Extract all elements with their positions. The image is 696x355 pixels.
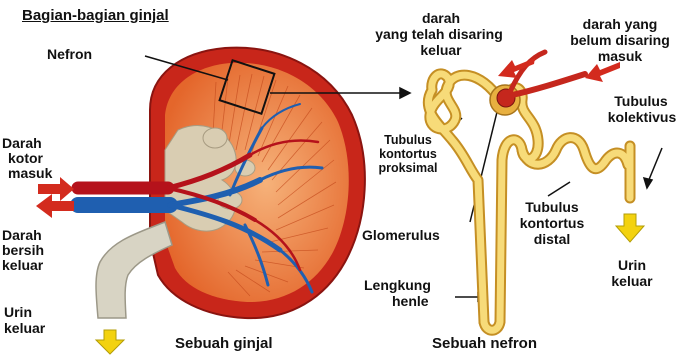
label-darah-kotor-2: kotor: [8, 151, 43, 165]
kidney: [78, 48, 365, 319]
label-disaring-keluar-2: yang telah disaring: [334, 27, 544, 41]
label-kolektivus-1: Tubulus: [596, 94, 686, 108]
label-henle-2: henle: [392, 294, 429, 308]
afferent-vessel: [512, 74, 585, 95]
arrow-out-left: [36, 194, 74, 218]
label-belum-disaring-1: darah yang: [560, 17, 680, 31]
label-darah-kotor-3: masuk: [8, 166, 52, 180]
label-proksimal-3: proksimal: [362, 162, 454, 175]
label-disaring-keluar-1: darah: [396, 11, 486, 25]
label-distal-2: kontortus: [508, 216, 596, 230]
label-darah-kotor-1: Darah: [2, 136, 42, 150]
label-disaring-keluar-3: keluar: [396, 43, 486, 57]
label-henle-1: Lengkung: [364, 278, 431, 292]
diagram-title: Bagian-bagian ginjal: [22, 9, 169, 23]
label-distal-3: distal: [512, 232, 592, 246]
label-urin-left-1: Urin: [4, 305, 32, 319]
label-belum-disaring-3: masuk: [560, 49, 680, 63]
label-urin-right-2: keluar: [600, 274, 664, 288]
arrow-urine-right: [616, 214, 644, 242]
label-glomerulus: Glomerulus: [362, 228, 440, 242]
label-proksimal-2: kontortus: [368, 148, 448, 161]
arrow-unfiltered-in: [585, 62, 620, 82]
label-darah-bersih-1: Darah: [2, 228, 42, 242]
caption-ginjal: Sebuah ginjal: [175, 337, 273, 351]
label-darah-bersih-2: bersih: [2, 243, 44, 257]
label-proksimal-1: Tubulus: [368, 134, 448, 147]
label-darah-bersih-3: keluar: [2, 258, 43, 272]
label-kolektivus-2: kolektivus: [590, 110, 694, 124]
label-urin-left-2: keluar: [4, 321, 45, 335]
label-belum-disaring-2: belum disaring: [546, 33, 694, 47]
label-urin-right-1: Urin: [604, 258, 660, 272]
label-nefron: Nefron: [47, 47, 92, 61]
caption-nefron: Sebuah nefron: [432, 337, 537, 351]
arrow-urine-left: [96, 330, 124, 354]
label-distal-1: Tubulus: [512, 200, 592, 214]
